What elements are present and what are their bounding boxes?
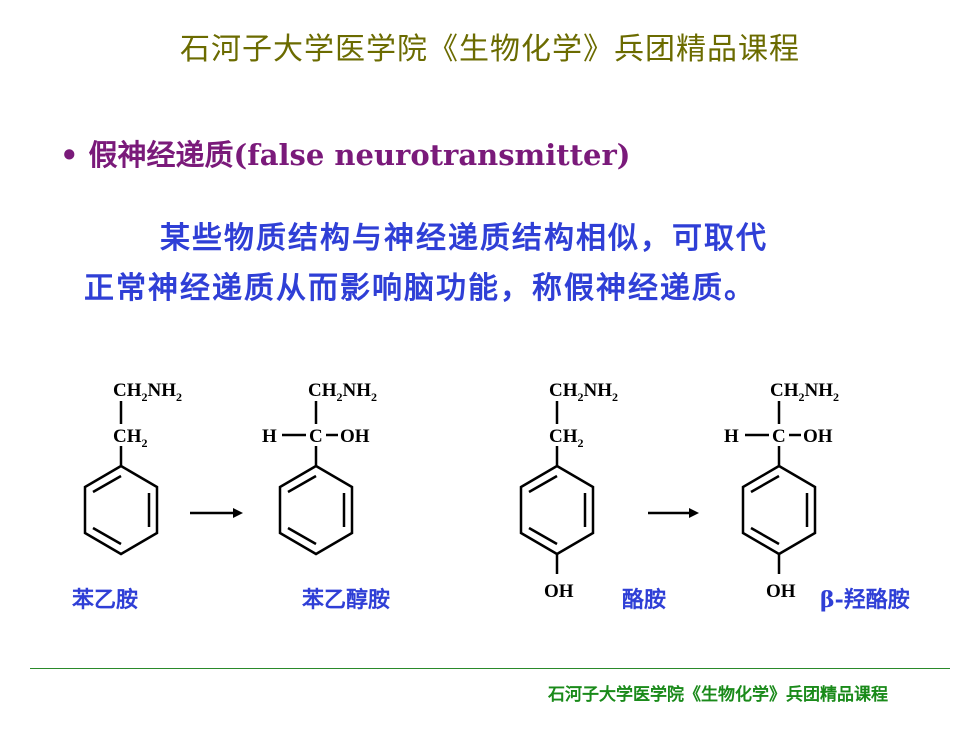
structure-octopamine: [741, 401, 817, 574]
label-h-atom: H: [262, 426, 277, 447]
label-oh-group: OH: [803, 426, 833, 447]
structure-phenylethylamine: [83, 401, 159, 556]
footer-divider: [30, 668, 950, 669]
label-h-atom: H: [724, 426, 739, 447]
label-oh-group: OH: [544, 581, 574, 602]
bullet-marker: •: [60, 138, 79, 172]
compound-name-phenylethanolamine: 苯乙醇胺: [302, 587, 391, 613]
compound-name-octopamine: β-羟酪胺: [820, 587, 910, 613]
heading-text: 假神经递质(false neurotransmitter): [88, 138, 631, 172]
description-line-2: 正常神经递质从而影响脑功能，称假神经递质。: [84, 271, 756, 306]
label-ch2nh2: CH2NH2: [770, 380, 839, 404]
bullet-heading: • 假神经递质(false neurotransmitter): [60, 132, 631, 174]
label-oh-group: OH: [340, 426, 370, 447]
label-ch2nh2: CH2NH2: [113, 380, 182, 404]
label-oh-group: OH: [766, 581, 796, 602]
label-ch2nh2: CH2NH2: [549, 380, 618, 404]
chemical-structures: CH2NH2 CH2 CH2NH2 H C OH CH2NH2 CH2 OH C…: [83, 380, 839, 602]
structure-phenylethanolamine: [278, 401, 354, 556]
label-c-atom: C: [772, 426, 786, 447]
label-c-atom: C: [309, 426, 323, 447]
label-ch2: CH2: [113, 426, 148, 450]
compound-name-tyramine: 酪胺: [622, 587, 667, 613]
label-ch2nh2: CH2NH2: [308, 380, 377, 404]
compound-name-phenylethylamine: 苯乙胺: [72, 587, 139, 613]
description-line-1: 某些物质结构与神经递质结构相似，可取代: [160, 221, 768, 256]
header-title: 石河子大学医学院《生物化学》兵团精品课程: [180, 32, 800, 67]
label-ch2: CH2: [549, 426, 584, 450]
footer-title: 石河子大学医学院《生物化学》兵团精品课程: [548, 685, 888, 705]
structure-tyramine: [519, 401, 595, 574]
description: 某些物质结构与神经递质结构相似，可取代 正常神经递质从而影响脑功能，称假神经递质…: [60, 214, 920, 314]
